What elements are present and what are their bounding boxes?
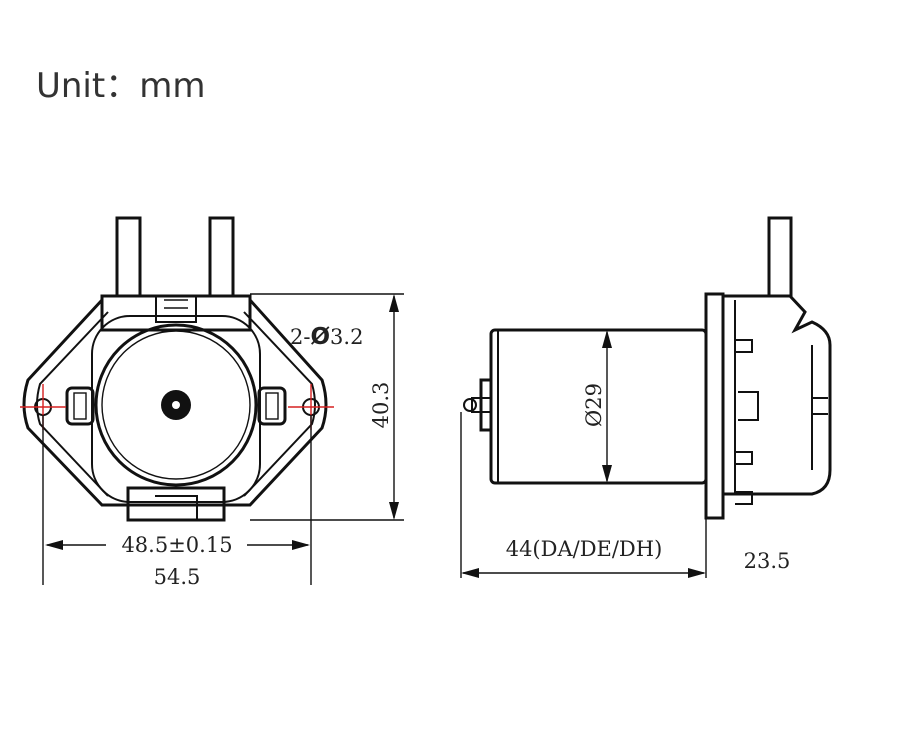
front-tubes — [115, 216, 235, 298]
motor-length-label: 44(DA/DE/DH) — [506, 537, 663, 561]
hole-spacing-label: 48.5±0.15 — [121, 533, 232, 557]
side-mount-plate — [704, 292, 725, 520]
side-tube — [767, 216, 793, 298]
side-dimensions — [460, 330, 707, 578]
diameter-label: Ø29 — [582, 383, 606, 427]
hole-spec-label: 2-Ø3.2 — [290, 324, 363, 350]
unit-label: Unit：mm — [36, 66, 206, 106]
front-rotor — [94, 323, 258, 487]
head-length-label: 23.5 — [744, 549, 791, 573]
side-view — [463, 216, 832, 520]
front-flange — [22, 298, 328, 507]
front-dimensions — [42, 293, 404, 585]
front-view — [20, 216, 334, 522]
overall-width-label: 54.5 — [154, 565, 201, 589]
side-pump-head — [723, 294, 832, 496]
height-label: 40.3 — [369, 382, 393, 429]
